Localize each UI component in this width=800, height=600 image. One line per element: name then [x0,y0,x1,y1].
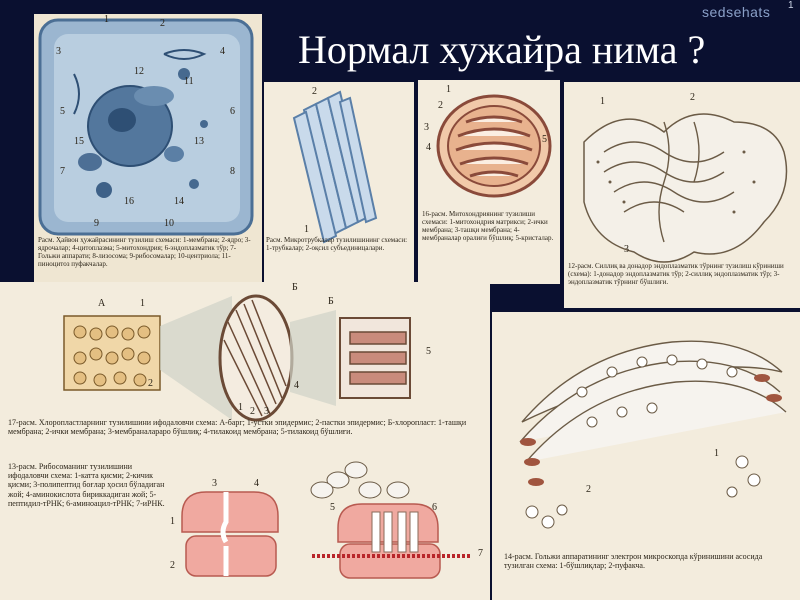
microtubule-caption: Расм. Микротрубкалар тузилишининг схемас… [266,236,408,253]
chloro-label-2a: 2 [148,378,153,389]
cell-label-3: 3 [56,46,61,57]
golgi-caption: 14-расм. Гольжи аппаратининг электрон ми… [504,552,763,571]
ribo-label-7: 7 [478,548,483,559]
cell-label-10: 10 [164,218,174,229]
golgi-label-2: 2 [586,484,591,495]
ribosome-figure-panel: 3 4 1 2 5 6 7 13-расм. Рибосоманинг тузи… [0,452,490,600]
cell-label-15: 15 [74,136,84,147]
cell-label-1: 1 [104,14,109,25]
cell-figure-panel: 1 2 3 4 5 6 7 8 9 10 11 12 13 14 15 16 Р… [34,14,262,286]
slide-title: Нормал хужайра нима ? [298,27,706,72]
chloro-label-1a: 1 [140,298,145,309]
cell-illustration: 1 2 3 4 5 6 7 8 9 10 11 12 13 14 15 16 [38,14,254,236]
ribo-label-6: 6 [432,502,437,513]
mitochondria-illustration: 1 2 3 4 5 [424,84,552,198]
cell-label-4: 4 [220,46,225,57]
golgi-figure-panel: 1 2 14-расм. Гольжи аппаратининг электро… [492,312,800,600]
cell-label-14: 14 [174,196,184,207]
microtubule-illustration: 2 1 [292,86,378,244]
microtubule-label-1: 1 [304,224,309,235]
chloroplast-figure-panel: А 1 2 Б Б 5 1 2 3 4 17-расм. Хлоропластл… [0,282,490,452]
page-number: 1 [788,0,794,11]
mitochondria-caption: 16-расм. Митохондриянинг тузилиши схемас… [422,210,554,243]
microtubule-label-2: 2 [312,86,317,97]
cell-label-13: 13 [194,136,204,147]
chloroplast-illustration: А 1 2 Б Б 5 1 2 3 4 [63,282,431,422]
cell-label-2: 2 [160,18,165,29]
mito-label-2: 2 [438,100,443,111]
er-caption: 12-расм. Силлиқ ва донадор эндоплазматик… [568,262,784,287]
chloroplast-caption: 17-расм. Хлоропластларнинг тузилишини иф… [8,418,467,437]
mito-label-5: 5 [542,134,547,145]
ribosome-caption: 13-расм. Рибосоманинг тузилишини ифодало… [8,462,165,508]
chloro-label-5: 5 [426,346,431,357]
mito-label-1: 1 [446,84,451,95]
ribo-label-4: 4 [254,478,259,489]
ribo-label-1: 1 [170,516,175,527]
cell-label-12: 12 [134,66,144,77]
chloro-label-2b: 2 [250,406,255,417]
ribo-label-5: 5 [330,502,335,513]
er-label-2: 2 [690,92,695,103]
chloro-label-1b: 1 [238,402,243,413]
chloro-label-A: А [98,298,106,309]
cell-label-6: 6 [230,106,235,117]
logo-text: sedsehats [702,4,771,20]
cell-label-5: 5 [60,106,65,117]
mito-label-3: 3 [424,122,429,133]
golgi-illustration: 1 2 [519,340,787,529]
er-label-3: 3 [624,244,629,255]
er-figure-panel: 1 2 3 12-расм. Силлиқ ва донадор эндопла… [564,82,800,308]
er-label-1: 1 [600,96,605,107]
cell-label-7: 7 [60,166,65,177]
cell-label-9: 9 [94,218,99,229]
ribo-label-2: 2 [170,560,175,571]
cell-label-11: 11 [184,76,194,87]
chloro-label-4b: 4 [294,380,299,391]
chloro-label-B1: Б [292,282,298,293]
chloro-label-3b: 3 [264,406,269,417]
mitochondria-figure-panel: 1 2 3 4 5 16-расм. Митохондриянинг тузил… [418,80,560,284]
microtubule-figure-panel: 2 1 Расм. Микротрубкалар тузилишининг сх… [264,82,414,286]
ribosome-illustration: 3 4 1 2 5 6 7 [170,461,483,579]
cell-label-8: 8 [230,166,235,177]
er-illustration: 1 2 3 [583,92,788,263]
ribo-label-3: 3 [212,478,217,489]
golgi-label-1: 1 [714,448,719,459]
chloro-label-B2: Б [328,296,334,307]
mito-label-4: 4 [426,142,431,153]
cell-caption: Расм. Ҳайвон ҳужайрасининг тузилиш схема… [38,236,251,269]
cell-label-16: 16 [124,196,134,207]
